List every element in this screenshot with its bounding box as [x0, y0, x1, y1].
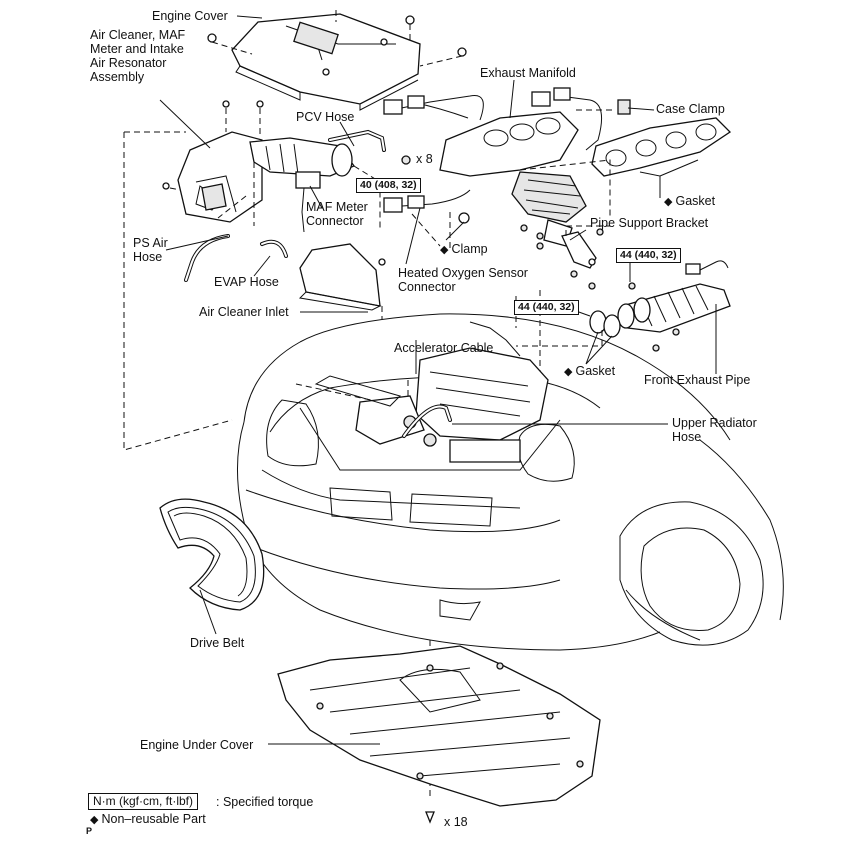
- exhaust-pipe-gaskets: [589, 310, 621, 338]
- label-clamp: ◆Clamp: [440, 242, 488, 256]
- label-air-cleaner-assembly: Air Cleaner, MAF Meter and Intake Air Re…: [90, 28, 186, 84]
- case-clamp: [617, 99, 631, 115]
- under-cover-bolt: [425, 811, 435, 824]
- label-exhaust-manifold: Exhaust Manifold: [480, 66, 576, 80]
- legend-torque-units: N·m (kgf·cm, ft·lbf): [88, 793, 198, 810]
- exhaust-manifold-gasket: [591, 117, 732, 177]
- engine-under-cover: [277, 645, 601, 807]
- label-pcv-hose: PCV Hose: [296, 110, 355, 124]
- label-upper-radiator-hose: Upper Radiator Hose: [672, 416, 757, 444]
- label-maf-meter-connector: MAF Meter Connector: [306, 200, 368, 228]
- label-gasket-mid: ◆Gasket: [564, 364, 616, 378]
- pipe-support-bracket: [561, 231, 597, 290]
- drive-belt: [159, 498, 265, 611]
- label-drive-belt: Drive Belt: [190, 636, 245, 650]
- air-cleaner-assembly: [162, 100, 355, 223]
- diamond-icon: ◆: [440, 244, 449, 256]
- label-pipe-support-bracket: Pipe Support Bracket: [590, 216, 709, 230]
- oxygen-sensor-wiring: [383, 87, 603, 213]
- label-case-clamp: Case Clamp: [656, 102, 725, 116]
- corner-mark: P: [86, 826, 93, 836]
- label-under-cover-bolt-count: x 18: [444, 815, 468, 829]
- accelerator-cable: [469, 321, 521, 357]
- label-air-cleaner-inlet: Air Cleaner Inlet: [199, 305, 289, 319]
- legend-torque-description: : Specified torque: [216, 795, 314, 809]
- diamond-icon: ◆: [90, 814, 99, 826]
- label-engine-under-cover: Engine Under Cover: [140, 738, 254, 752]
- maf-meter-connector: [295, 171, 321, 233]
- label-engine-cover: Engine Cover: [152, 9, 228, 23]
- exhaust-manifold: [439, 111, 587, 247]
- engine-block: [314, 347, 549, 463]
- label-manifold-nut-count: x 8: [416, 152, 433, 166]
- reference-frame-left: [123, 132, 233, 451]
- manifold-nuts: [401, 155, 604, 250]
- label-accelerator-cable: Accelerator Cable: [394, 341, 494, 355]
- diamond-icon: ◆: [664, 196, 673, 208]
- legend-nonreusable: ◆Non–reusable Part: [90, 812, 206, 826]
- label-front-exhaust-pipe: Front Exhaust Pipe: [644, 373, 751, 387]
- label-heated-oxygen-sensor-connector: Heated Oxygen Sensor Connector: [398, 266, 528, 294]
- torque-pipe-upper: 44 (440, 32): [616, 248, 681, 263]
- label-gasket-top: ◆Gasket: [664, 194, 716, 208]
- vehicle-body: [236, 313, 784, 651]
- label-evap-hose: EVAP Hose: [214, 275, 279, 289]
- front-exhaust-pipe: [617, 260, 731, 352]
- engine-cover: [231, 13, 421, 111]
- torque-pipe-lower: 44 (440, 32): [514, 300, 579, 315]
- torque-manifold: 40 (408, 32): [356, 178, 421, 193]
- air-cleaner-inlet: [298, 243, 386, 311]
- label-ps-air-hose: PS Air Hose: [133, 236, 168, 264]
- diamond-icon: ◆: [564, 366, 573, 378]
- cover-fasteners: [207, 10, 467, 76]
